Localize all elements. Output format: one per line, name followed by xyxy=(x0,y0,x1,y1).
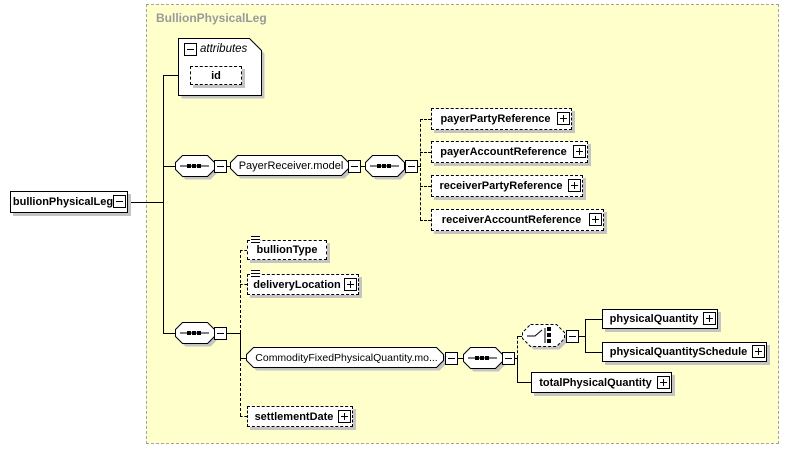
collapse-icon[interactable] xyxy=(348,160,361,173)
connector-line xyxy=(360,166,365,167)
model-title: BullionPhysicalLeg xyxy=(156,11,267,25)
connector-line xyxy=(240,250,241,333)
group-PayerReceiver-model[interactable]: PayerReceiver.model xyxy=(230,155,352,181)
connector-line xyxy=(457,358,463,359)
connector-line xyxy=(226,166,231,167)
attributes-header: attributes xyxy=(200,43,248,55)
connector-line xyxy=(226,333,240,334)
connector-line xyxy=(517,336,522,337)
element-label: physicalQuantitySchedule xyxy=(609,346,748,358)
choice-icon xyxy=(522,324,568,350)
collapse-icon[interactable] xyxy=(405,160,418,173)
expand-icon[interactable] xyxy=(589,213,602,226)
connector-line xyxy=(163,333,175,334)
element-receiverAccountReference[interactable]: receiverAccountReference xyxy=(431,209,604,231)
element-label: payerAccountReference xyxy=(440,146,567,158)
collapse-icon[interactable] xyxy=(214,327,227,340)
element-label: totalPhysicalQuantity xyxy=(539,376,652,389)
expand-icon[interactable] xyxy=(657,375,670,389)
element-label: bullionPhysicalLeg xyxy=(12,196,114,208)
connector-line xyxy=(420,119,421,220)
connector-line xyxy=(585,352,602,353)
sequence-connector xyxy=(463,347,506,373)
element-payerAccountReference[interactable]: payerAccountReference xyxy=(431,141,588,163)
sequence-connector xyxy=(365,155,408,181)
collapse-icon[interactable] xyxy=(566,330,579,343)
connector-line xyxy=(128,202,163,203)
collapse-icon[interactable] xyxy=(214,160,227,173)
collapse-icon[interactable] xyxy=(113,195,126,208)
element-label: settlementDate xyxy=(254,410,334,423)
sequence-icon xyxy=(365,155,408,180)
expand-icon[interactable] xyxy=(752,345,765,358)
element-label: payerPartyReference xyxy=(440,113,551,125)
connector-line xyxy=(517,336,518,358)
expand-icon[interactable] xyxy=(573,145,586,158)
collapse-icon[interactable] xyxy=(445,352,458,365)
connector-line xyxy=(163,166,175,167)
connector-line xyxy=(417,166,421,167)
element-bullionPhysicalLeg[interactable]: bullionPhysicalLeg xyxy=(10,191,128,213)
group-label: CommodityFixedPhysicalQuantity.mo... xyxy=(255,351,438,364)
connector-line xyxy=(420,152,431,153)
connector-line xyxy=(163,75,164,334)
element-totalPhysicalQuantity[interactable]: totalPhysicalQuantity xyxy=(531,372,672,393)
group-box-shape xyxy=(230,155,352,179)
element-physicalQuantity[interactable]: physicalQuantity xyxy=(602,309,718,329)
connector-line xyxy=(163,75,178,76)
connector-line xyxy=(420,220,431,221)
sequence-icon xyxy=(175,155,218,180)
element-settlementDate[interactable]: settlementDate xyxy=(247,406,353,427)
text-content-icon xyxy=(251,236,260,243)
attribute-id[interactable]: id xyxy=(190,66,242,85)
connector-line xyxy=(420,186,431,187)
connector-line xyxy=(517,358,518,382)
expand-icon[interactable] xyxy=(568,179,581,192)
choice-connector xyxy=(522,324,569,352)
text-content-icon xyxy=(251,270,260,277)
element-bullionType[interactable]: bullionType xyxy=(247,236,327,260)
sequence-connector xyxy=(175,155,218,181)
element-receiverPartyReference[interactable]: receiverPartyReference xyxy=(431,175,583,197)
element-deliveryLocation[interactable]: deliveryLocation xyxy=(247,270,359,295)
connector-line xyxy=(517,382,531,383)
element-label: deliveryLocation xyxy=(253,278,341,291)
connector-line xyxy=(240,358,246,359)
connector-line xyxy=(240,358,241,416)
collapse-icon[interactable] xyxy=(184,43,197,56)
expand-icon[interactable] xyxy=(703,312,716,325)
expand-icon[interactable] xyxy=(557,112,570,125)
connector-line xyxy=(240,416,247,417)
element-label: receiverAccountReference xyxy=(441,214,582,226)
element-label: bullionType xyxy=(256,244,318,256)
attribute-label: id xyxy=(211,69,221,82)
group-CommodityFixedPhysicalQuantity-model[interactable]: CommodityFixedPhysicalQuantity.mo... xyxy=(246,347,447,373)
expand-icon[interactable] xyxy=(338,409,351,423)
group-box-shape xyxy=(246,347,447,371)
connector-line xyxy=(240,250,247,251)
element-payerPartyReference[interactable]: payerPartyReference xyxy=(431,108,572,130)
connector-line xyxy=(585,319,586,352)
collapse-icon[interactable] xyxy=(502,352,515,365)
connector-line xyxy=(585,319,602,320)
connector-line xyxy=(420,119,431,120)
connector-line xyxy=(514,358,517,359)
element-label: receiverPartyReference xyxy=(439,180,563,192)
connector-line xyxy=(240,333,241,358)
sequence-connector xyxy=(175,322,218,348)
group-label: PayerReceiver.model xyxy=(238,159,344,172)
connector-line xyxy=(240,284,247,285)
element-label: physicalQuantity xyxy=(609,313,699,325)
sequence-icon xyxy=(463,347,506,372)
element-physicalQuantitySchedule[interactable]: physicalQuantitySchedule xyxy=(602,342,767,362)
connector-line xyxy=(578,336,585,337)
sequence-icon xyxy=(175,322,218,347)
expand-icon[interactable] xyxy=(344,277,357,291)
